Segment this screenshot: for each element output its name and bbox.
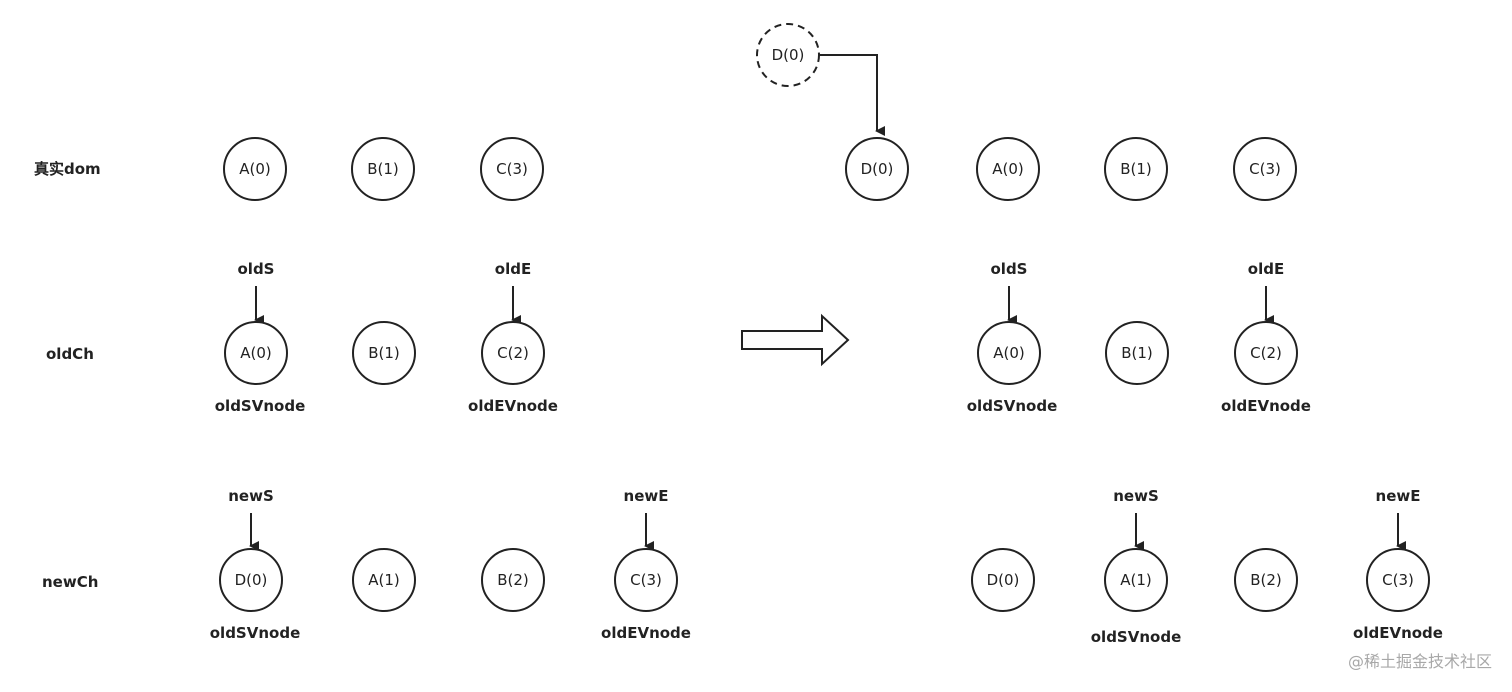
- right-old-ch-node: A(0): [977, 321, 1041, 385]
- row-label-real-dom: 真实dom: [34, 160, 101, 178]
- left-old-start-vnode-label: oldSVnode: [215, 397, 306, 415]
- right-new-end-pointer-label: newE: [1376, 487, 1421, 505]
- transition-arrow-icon: [741, 313, 850, 367]
- svg-text:B(1): B(1): [1121, 344, 1153, 362]
- svg-text:C(3): C(3): [1382, 571, 1414, 589]
- left-new-start-pointer-label: newS: [228, 487, 274, 505]
- svg-text:D(0): D(0): [861, 160, 894, 178]
- svg-text:A(0): A(0): [993, 344, 1025, 362]
- left-old-end-vnode-label: oldEVnode: [468, 397, 558, 415]
- right-insert-arrow: [819, 54, 885, 136]
- svg-text:C(3): C(3): [1249, 160, 1281, 178]
- left-new-start-vnode-label: oldSVnode: [210, 624, 301, 642]
- right-new-start-pointer-label: newS: [1113, 487, 1159, 505]
- right-new-ch-node: D(0): [971, 548, 1035, 612]
- svg-text:B(1): B(1): [1120, 160, 1152, 178]
- right-real-dom-node: A(0): [976, 137, 1040, 201]
- right-old-start-vnode-label: oldSVnode: [967, 397, 1058, 415]
- right-new-end-vnode-label: oldEVnode: [1353, 624, 1443, 642]
- left-new-ch-node: A(1): [352, 548, 416, 612]
- right-new-ch-node: A(1): [1104, 548, 1168, 612]
- right-real-dom-node: C(3): [1233, 137, 1297, 201]
- svg-text:B(1): B(1): [367, 160, 399, 178]
- left-new-ch-node: B(2): [481, 548, 545, 612]
- left-old-ch-node: C(2): [481, 321, 545, 385]
- left-new-end-pointer-label: newE: [624, 487, 669, 505]
- right-old-ch-node: C(2): [1234, 321, 1298, 385]
- left-old-end-pointer-label: oldE: [495, 260, 531, 278]
- svg-text:A(1): A(1): [368, 571, 400, 589]
- row-label-new-ch: newCh: [42, 573, 98, 591]
- watermark-text: @稀土掘金技术社区: [1348, 652, 1492, 671]
- svg-text:C(2): C(2): [497, 344, 529, 362]
- left-old-start-pointer-label: oldS: [238, 260, 275, 278]
- svg-text:A(0): A(0): [992, 160, 1024, 178]
- left-old-ch-node: A(0): [224, 321, 288, 385]
- right-old-ch-node: B(1): [1105, 321, 1169, 385]
- left-old-ch-node: B(1): [352, 321, 416, 385]
- svg-text:D(0): D(0): [987, 571, 1020, 589]
- svg-text:C(3): C(3): [496, 160, 528, 178]
- svg-text:C(2): C(2): [1250, 344, 1282, 362]
- svg-text:A(0): A(0): [239, 160, 271, 178]
- svg-text:B(2): B(2): [497, 571, 529, 589]
- left-real-dom-node: B(1): [351, 137, 415, 201]
- right-real-dom-node: D(0): [845, 137, 909, 201]
- right-new-ch-node: B(2): [1234, 548, 1298, 612]
- right-old-start-pointer-label: oldS: [991, 260, 1028, 278]
- right-panel: D(0) D(0) A(0) B(1) C(3) oldS oldE A(0): [756, 23, 1443, 646]
- svg-text:A(0): A(0): [240, 344, 272, 362]
- left-panel: A(0) B(1) C(3) oldS oldE A(0) B(1) C(2) …: [210, 137, 691, 642]
- right-old-end-vnode-label: oldEVnode: [1221, 397, 1311, 415]
- left-real-dom-node: A(0): [223, 137, 287, 201]
- right-old-end-pointer-label: oldE: [1248, 260, 1284, 278]
- right-new-start-vnode-label: oldSVnode: [1091, 628, 1182, 646]
- left-real-dom-node: C(3): [480, 137, 544, 201]
- right-real-dom-node: B(1): [1104, 137, 1168, 201]
- right-new-ch-node: C(3): [1366, 548, 1430, 612]
- svg-text:C(3): C(3): [630, 571, 662, 589]
- svg-text:A(1): A(1): [1120, 571, 1152, 589]
- left-new-end-vnode-label: oldEVnode: [601, 624, 691, 642]
- svg-text:D(0): D(0): [772, 46, 805, 64]
- left-new-ch-node: C(3): [614, 548, 678, 612]
- row-label-old-ch: oldCh: [46, 345, 94, 363]
- svg-text:B(1): B(1): [368, 344, 400, 362]
- svg-text:B(2): B(2): [1250, 571, 1282, 589]
- left-new-ch-node: D(0): [219, 548, 283, 612]
- svg-text:D(0): D(0): [235, 571, 268, 589]
- right-inserted-node: D(0): [756, 23, 820, 87]
